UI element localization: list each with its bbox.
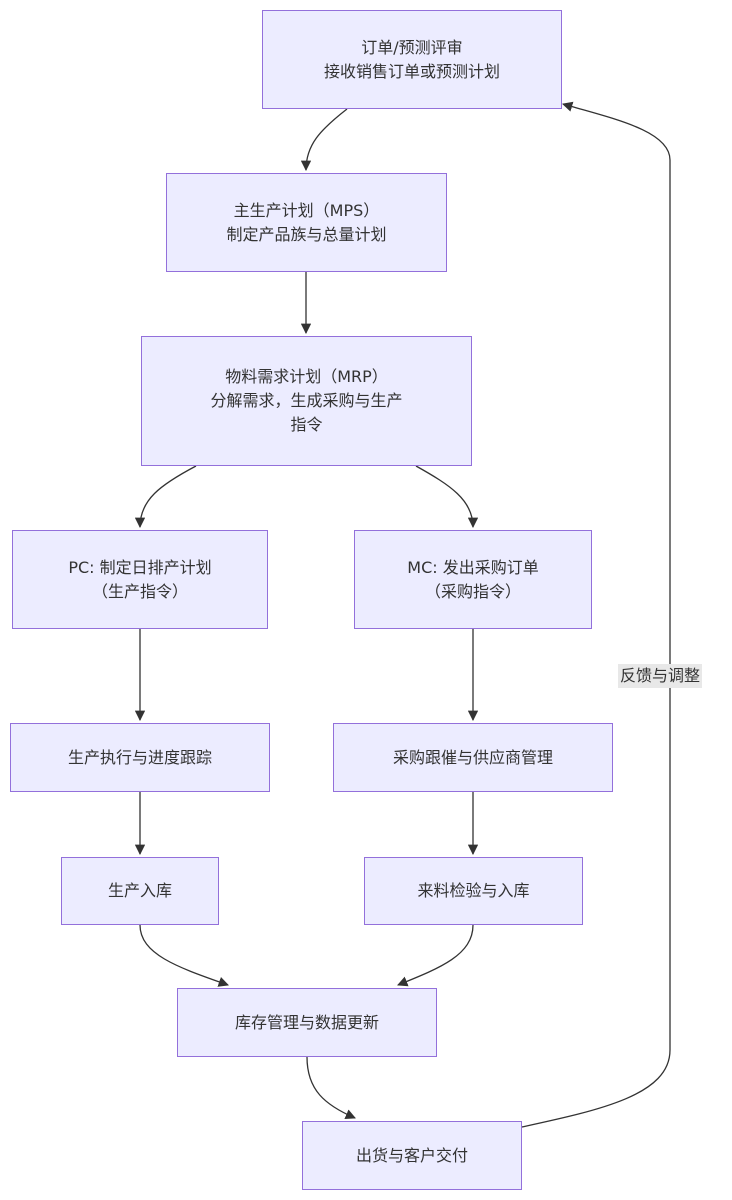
node-production-exec-label: 生产执行与进度跟踪 <box>67 747 212 767</box>
edge-inspection-to-inventory <box>397 924 474 987</box>
node-order-review: 订单/预测评审 接收销售订单或预测计划 <box>262 10 562 109</box>
edge-storage-to-inventory <box>139 924 229 987</box>
edge-mrp-to-mc <box>415 465 479 529</box>
feedback-edge-label: 反馈与调整 <box>618 664 703 688</box>
node-mps-desc: 制定产品族与总量计划 <box>226 224 387 244</box>
node-incoming-inspection: 来料检验与入库 <box>364 857 583 925</box>
node-order-review-desc: 接收销售订单或预测计划 <box>323 61 500 81</box>
node-inventory: 库存管理与数据更新 <box>177 988 437 1057</box>
node-mc-title: MC: 发出采购订单 <box>407 557 539 577</box>
edge-order-to-mps <box>300 108 348 172</box>
node-production-exec: 生产执行与进度跟踪 <box>10 723 270 792</box>
node-mrp: 物料需求计划（MRP） 分解需求，生成采购与生产 指令 <box>141 336 472 466</box>
node-delivery-label: 出货与客户交付 <box>355 1145 468 1165</box>
node-mps-title: 主生产计划（MPS） <box>233 200 380 220</box>
node-mrp-desc-cont: 指令 <box>290 415 323 434</box>
edge-inventory-to-delivery <box>306 1056 356 1120</box>
edge-feedback <box>521 101 671 1128</box>
node-mps: 主生产计划（MPS） 制定产品族与总量计划 <box>166 173 447 272</box>
node-order-review-title: 订单/预测评审 <box>361 37 463 57</box>
node-incoming-inspection-label: 来料检验与入库 <box>417 881 530 900</box>
node-inventory-label: 库存管理与数据更新 <box>234 1012 379 1032</box>
node-mrp-desc: 分解需求，生成采购与生产 <box>210 391 403 410</box>
node-mrp-title: 物料需求计划（MRP） <box>225 367 388 386</box>
node-delivery: 出货与客户交付 <box>302 1121 522 1190</box>
node-mc-desc: （采购指令） <box>424 581 521 601</box>
node-purchase-follow: 采购跟催与供应商管理 <box>333 723 613 792</box>
node-pc: PC: 制定日排产计划 （生产指令） <box>12 530 268 629</box>
node-mc: MC: 发出采购订单 （采购指令） <box>354 530 592 629</box>
node-production-storage: 生产入库 <box>61 857 219 925</box>
node-pc-title: PC: 制定日排产计划 <box>68 557 212 577</box>
edge-mrp-to-pc <box>134 465 197 529</box>
node-purchase-follow-label: 采购跟催与供应商管理 <box>392 747 553 767</box>
node-pc-desc: （生产指令） <box>91 581 188 601</box>
node-production-storage-label: 生产入库 <box>107 881 172 900</box>
